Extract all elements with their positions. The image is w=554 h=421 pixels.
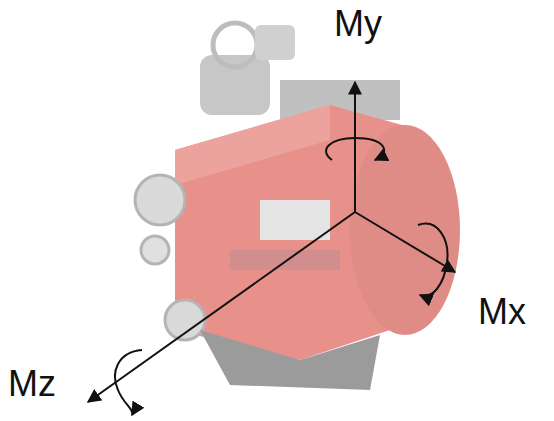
- rotation-arrow: [326, 138, 384, 160]
- axes: [88, 82, 455, 415]
- x-axis: [355, 212, 455, 272]
- axis-label: My: [334, 6, 382, 42]
- rotation-arrow: [115, 350, 142, 415]
- z-axis: [88, 212, 355, 402]
- rotation-arrow: [418, 224, 447, 296]
- y-axis: [354, 82, 356, 212]
- axis-label: Mx: [478, 294, 526, 330]
- axis-label: Mz: [8, 366, 56, 402]
